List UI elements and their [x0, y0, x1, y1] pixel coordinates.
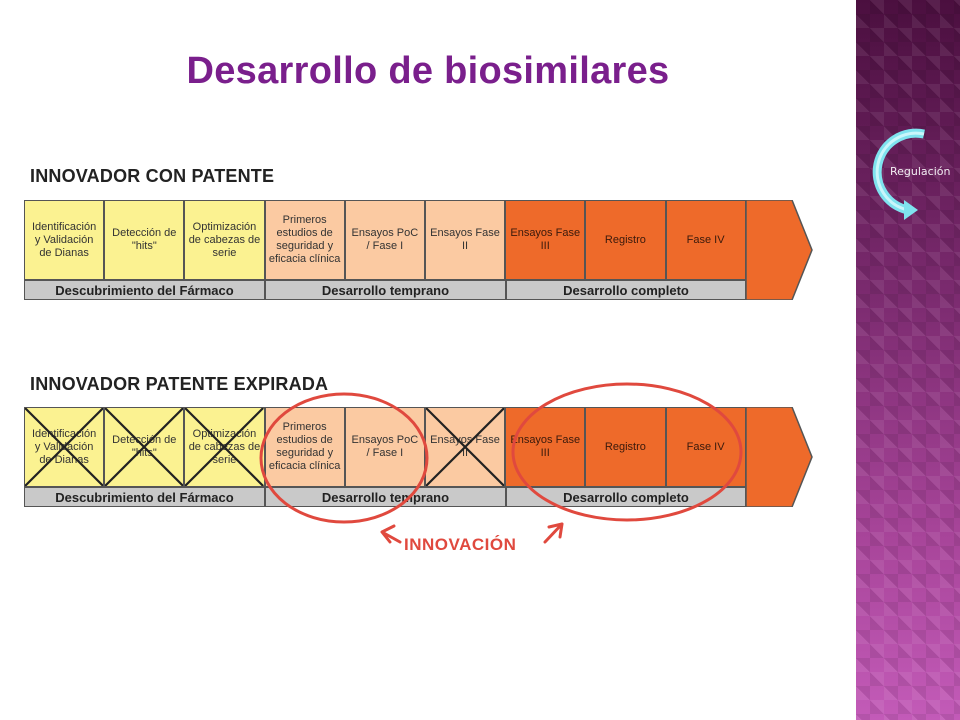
phase-label: Desarrollo completo: [506, 487, 746, 507]
step-cell: Ensayos PoC / Fase I: [344, 407, 425, 487]
step-label: Ensayos PoC / Fase I: [351, 227, 419, 252]
step-cell: Fase IV: [665, 200, 746, 280]
decorative-side-band: [856, 0, 960, 720]
pipeline-steps: Identificación y Validación de Dianas De…: [24, 407, 746, 487]
step-cell: Detección de "hits": [104, 200, 185, 280]
step-cell: Ensayos Fase III: [505, 200, 586, 280]
section-title-patent: INNOVADOR CON PATENTE: [30, 166, 275, 186]
step-label: Ensayos Fase II: [430, 434, 500, 459]
step-cell: Detección de "hits": [104, 407, 185, 487]
step-label: Primeros estudios de seguridad y eficaci…: [268, 214, 341, 265]
pipeline-expired: Identificación y Validación de Dianas De…: [24, 407, 814, 507]
step-cell: Primeros estudios de seguridad y eficaci…: [264, 200, 345, 280]
step-label: Detección de "hits": [112, 227, 177, 252]
phase-label: Descubrimiento del Fármaco: [24, 280, 265, 300]
step-label: Primeros estudios de seguridad y eficaci…: [268, 421, 341, 472]
pipeline-steps: Identificación y Validación de Dianas De…: [24, 200, 746, 280]
step-label: Optimización de cabezas de serie: [188, 427, 261, 466]
step-cell: Registro: [585, 407, 666, 487]
step-cell: Primeros estudios de seguridad y eficaci…: [264, 407, 345, 487]
step-label: Registro: [604, 233, 646, 246]
pipeline-patent: Identificación y Validación de Dianas De…: [24, 200, 814, 300]
nav-label-regulacion[interactable]: Regulación: [890, 165, 951, 178]
step-label: Ensayos Fase III: [510, 434, 581, 459]
step-cell: Ensayos Fase II: [424, 200, 506, 280]
step-cell: Identificación y Validación de Dianas: [24, 200, 105, 280]
annotation-arrow-right: [543, 522, 564, 544]
pipeline-arrow-head: [746, 407, 813, 507]
innovation-label: INNOVACIÓN: [404, 535, 517, 554]
phase-label: Desarrollo temprano: [265, 280, 506, 300]
step-cell: Optimización de cabezas de serie: [184, 407, 265, 487]
step-cell: Ensayos PoC / Fase I: [344, 200, 425, 280]
step-cell: Identificación y Validación de Dianas: [24, 407, 105, 487]
step-cell: Registro: [585, 200, 666, 280]
annotation-arrow-left: [380, 524, 402, 544]
pipeline-arrow-head: [746, 200, 813, 300]
step-label: Detección de "hits": [112, 434, 177, 459]
step-cell: Fase IV: [665, 407, 746, 487]
phase-label: Desarrollo completo: [506, 280, 746, 300]
phase-bar: Descubrimiento del Fármaco Desarrollo te…: [24, 487, 746, 507]
step-label: Ensayos PoC / Fase I: [351, 434, 419, 459]
step-label: Optimización de cabezas de serie: [188, 220, 261, 259]
step-cell: Optimización de cabezas de serie: [184, 200, 265, 280]
step-label: Ensayos Fase III: [510, 227, 581, 252]
circular-arrow-icon[interactable]: [862, 120, 960, 220]
step-label: Fase IV: [686, 233, 725, 246]
step-cell: Ensayos Fase III: [505, 407, 586, 487]
slide-title: Desarrollo de biosimilares: [186, 50, 670, 92]
phase-bar: Descubrimiento del Fármaco Desarrollo te…: [24, 280, 746, 300]
step-label: Identificación y Validación de Dianas: [31, 427, 97, 466]
step-label: Identificación y Validación de Dianas: [31, 220, 97, 259]
phase-label: Descubrimiento del Fármaco: [24, 487, 265, 507]
step-cell: Ensayos Fase II: [424, 407, 506, 487]
section-title-expired: INNOVADOR PATENTE EXPIRADA: [30, 374, 329, 394]
step-label: Registro: [604, 440, 646, 453]
step-label: Fase IV: [686, 440, 725, 453]
phase-label: Desarrollo temprano: [265, 487, 506, 507]
step-label: Ensayos Fase II: [430, 227, 500, 252]
